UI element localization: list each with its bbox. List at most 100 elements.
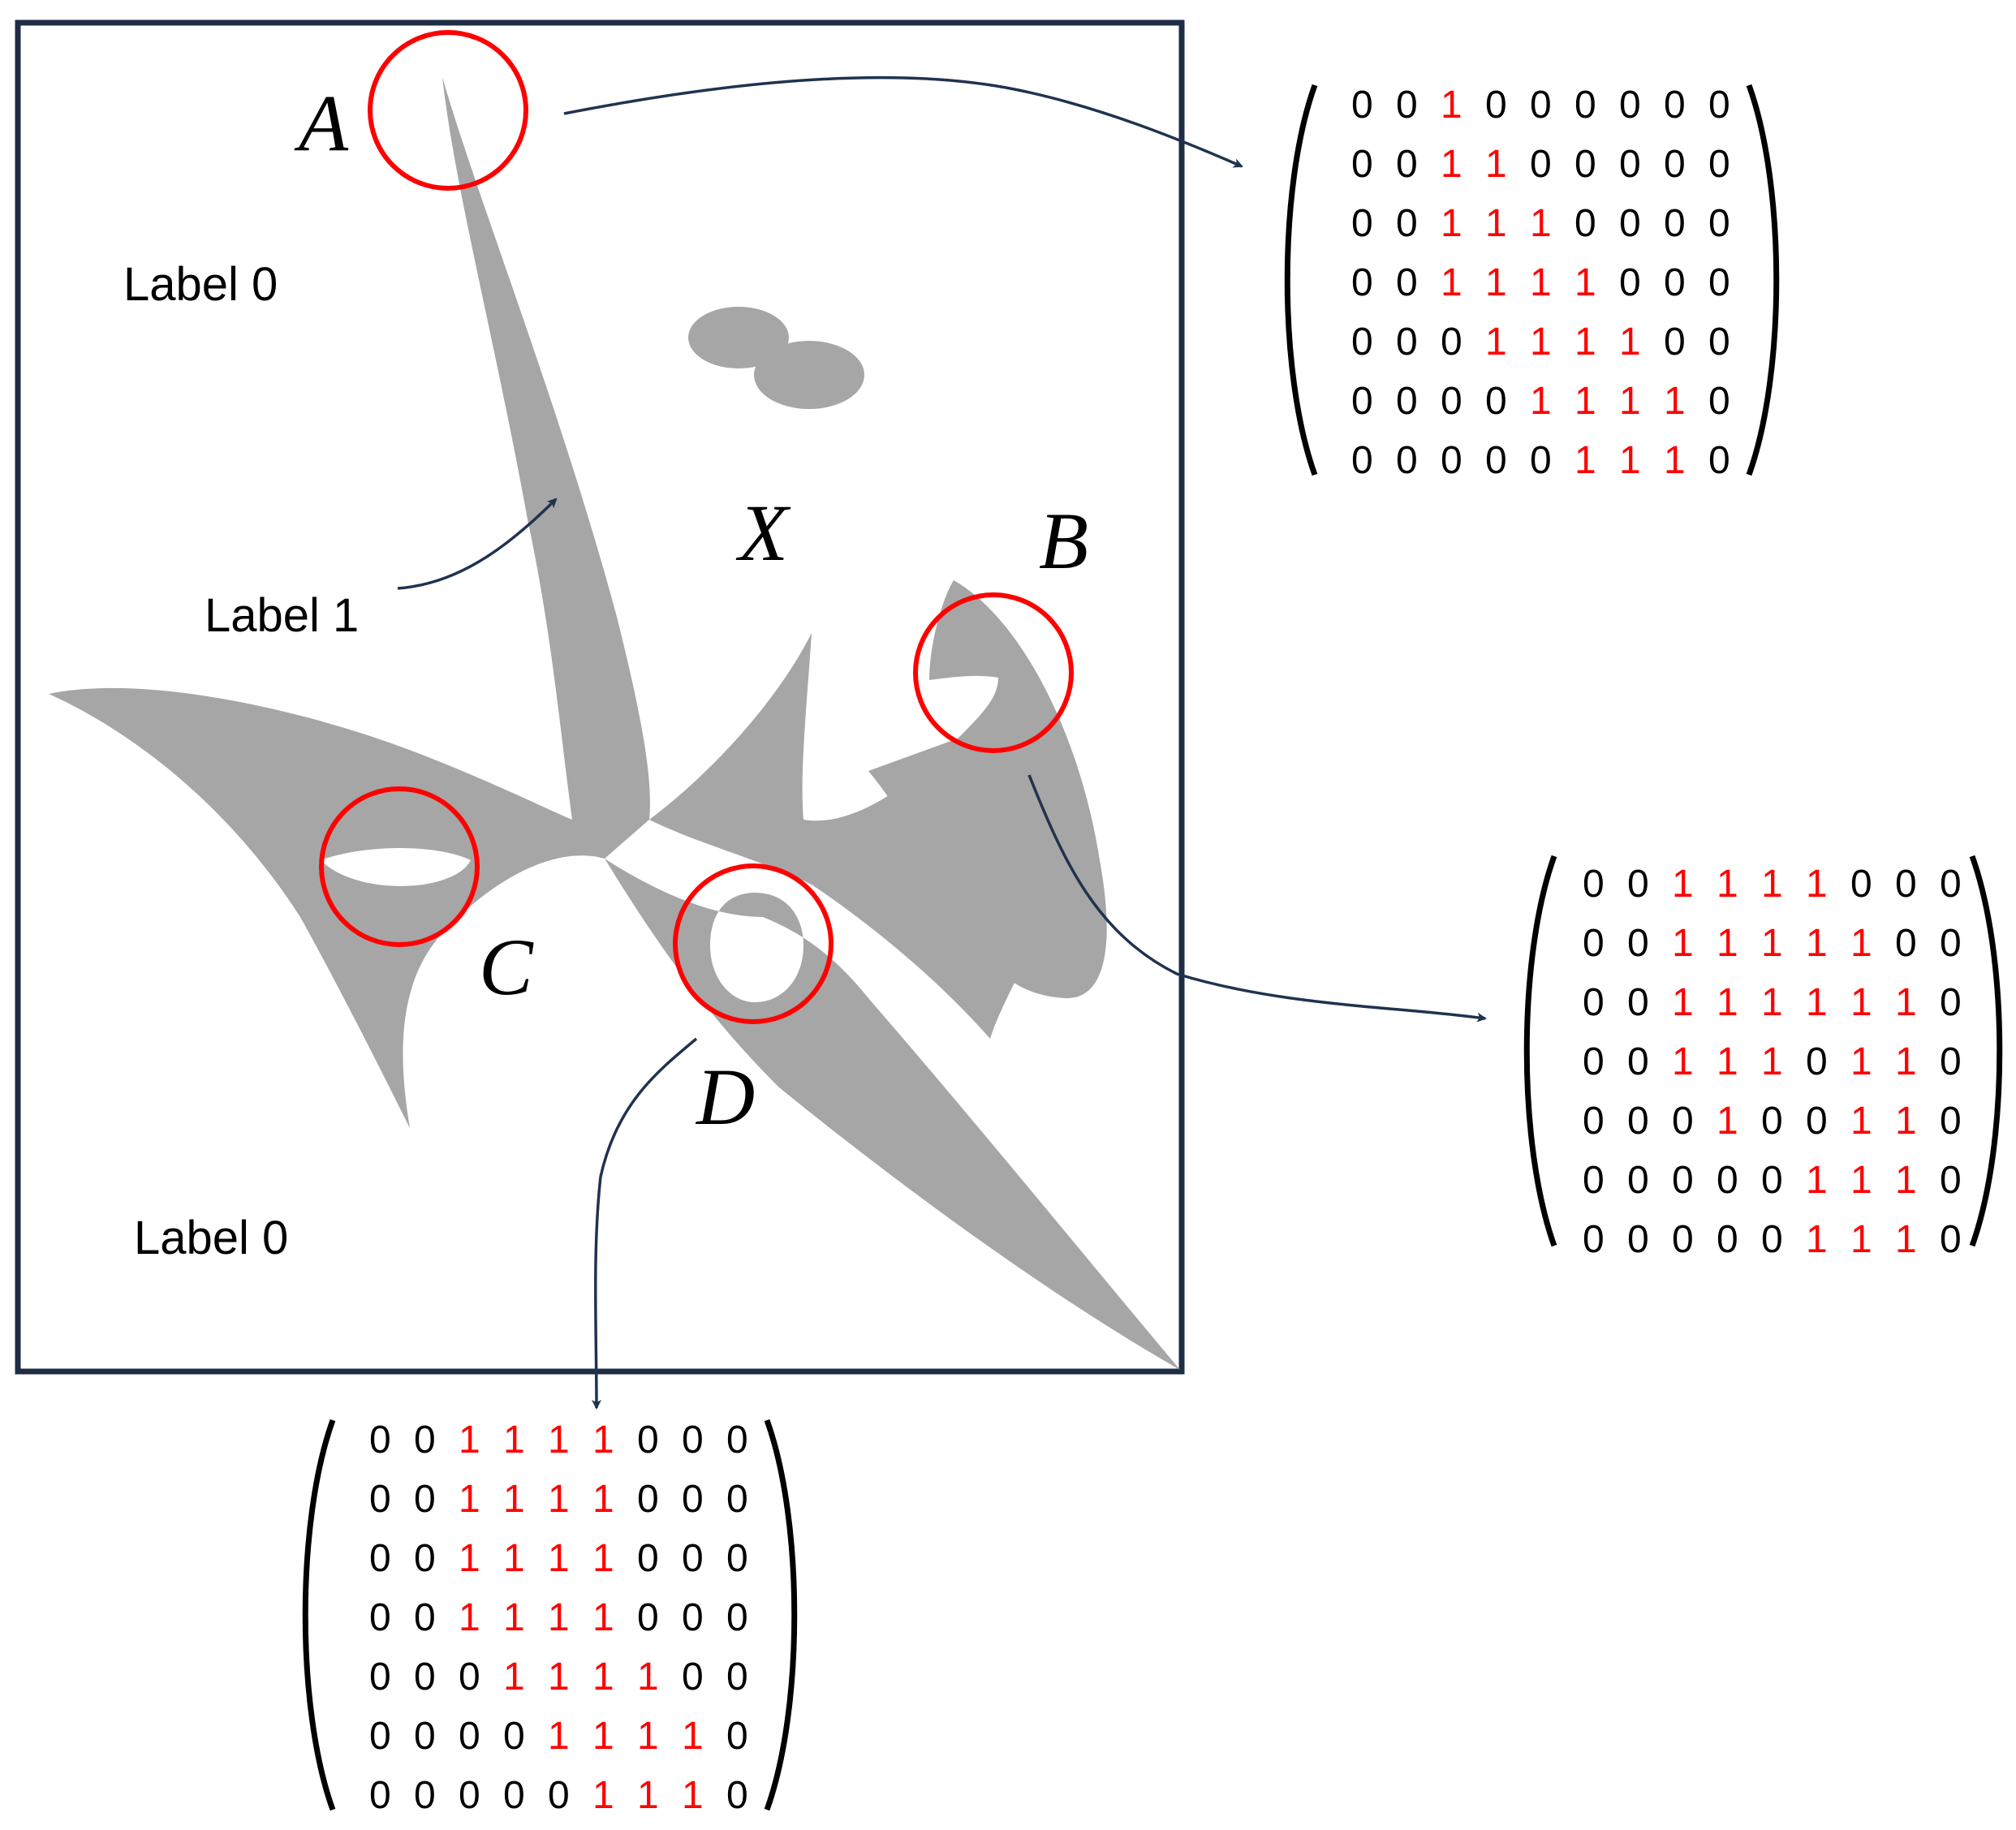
matrix-d-cell: 0 — [369, 1537, 391, 1580]
matrix-d-cell: 1 — [592, 1478, 614, 1521]
matrix-d-cell: 1 — [503, 1537, 525, 1580]
matrix-a-cell: 0 — [1396, 261, 1418, 304]
matrix-d-cell: 1 — [592, 1656, 614, 1699]
matrix-a-cell: 1 — [1485, 261, 1507, 304]
circle-d — [673, 863, 834, 1024]
matrix-a-cell: 0 — [1530, 143, 1552, 186]
matrix-b-cell: 1 — [1806, 1218, 1828, 1261]
center-peak — [649, 633, 1055, 1039]
matrix-a-cell: 1 — [1574, 261, 1596, 304]
matrix-a-cell: 0 — [1708, 143, 1730, 186]
matrix-d-cell: 0 — [459, 1715, 480, 1758]
matrix-d-cell: 0 — [369, 1656, 391, 1699]
arrows — [397, 75, 1487, 1410]
matrix-d-cell: 0 — [726, 1537, 748, 1580]
circle-c — [319, 786, 480, 947]
matrix-d-cell: 1 — [592, 1537, 614, 1580]
matrix-b-cell: 1 — [1850, 922, 1872, 965]
matrix-d-cell: 1 — [548, 1656, 570, 1699]
matrix-b-cell: 0 — [1627, 863, 1649, 906]
matrix-b-cell: 0 — [1627, 1159, 1649, 1202]
right-hump — [868, 580, 1107, 998]
matrix-b-cell: 0 — [1672, 1159, 1694, 1202]
matrix-b-cell: 1 — [1850, 1159, 1872, 1202]
matrix-b-right-bracket — [1969, 855, 2003, 1247]
matrix-b-cell: 0 — [1717, 1159, 1738, 1202]
matrix-b-cell: 1 — [1717, 863, 1738, 906]
matrix-b-cell: 1 — [1895, 981, 1917, 1024]
matrix-d-cell: 0 — [459, 1656, 480, 1699]
matrix-a-cell: 0 — [1708, 84, 1730, 127]
matrix-d-cell: 1 — [503, 1478, 525, 1521]
matrix-b-cell: 0 — [1717, 1218, 1738, 1261]
matrix-d-cell: 1 — [459, 1596, 480, 1639]
matrix-a-cell: 0 — [1708, 439, 1730, 482]
matrix-d-cell: 0 — [369, 1596, 391, 1639]
matrix-d-cell: 0 — [414, 1774, 436, 1817]
matrix-d-cell: 0 — [682, 1596, 704, 1639]
matrix-a-cell: 1 — [1530, 380, 1552, 423]
matrix-a-cell: 0 — [1664, 202, 1686, 245]
matrix-a-cell: 0 — [1485, 84, 1507, 127]
matrix-d-cell: 0 — [548, 1774, 570, 1817]
matrix-b-cell: 1 — [1717, 1100, 1738, 1143]
matrix-d-cell: 1 — [637, 1656, 659, 1699]
matrix-a-cell: 0 — [1574, 84, 1596, 127]
matrix-b-cell: 0 — [1940, 981, 1962, 1024]
matrix-b-cell: 1 — [1895, 1040, 1917, 1083]
matrix-b-cell: 0 — [1806, 1040, 1828, 1083]
matrix-a-cell: 0 — [1530, 439, 1552, 482]
matrix-d-cell: 1 — [592, 1715, 614, 1758]
circle-b — [913, 592, 1074, 753]
matrix-a-cell: 0 — [1708, 202, 1730, 245]
matrix-a-cell: 0 — [1441, 439, 1462, 482]
matrix-d-cell: 0 — [637, 1478, 659, 1521]
matrix-b-cell: 0 — [1895, 922, 1917, 965]
matrix-d-cell: 1 — [459, 1537, 480, 1580]
matrix-d-cell: 0 — [682, 1478, 704, 1521]
matrix-b-cell: 1 — [1672, 981, 1694, 1024]
matrix-d-right-bracket — [764, 1419, 798, 1811]
matrix-d-cell: 0 — [369, 1774, 391, 1817]
point-label-b: B — [1039, 496, 1088, 586]
point-label-d: D — [695, 1052, 755, 1142]
matrix-b-cell: 1 — [1761, 1040, 1783, 1083]
matrix-a-cell: 1 — [1441, 84, 1462, 127]
matrix-a-cell: 1 — [1530, 321, 1552, 364]
matrix-a-cell: 1 — [1441, 202, 1462, 245]
matrix-b-cell: 1 — [1895, 1159, 1917, 1202]
matrix-b-cell: 1 — [1895, 1218, 1917, 1261]
matrix-a-cell: 0 — [1441, 380, 1462, 423]
matrix-d-cell: 1 — [503, 1596, 525, 1639]
arrow-a — [563, 75, 1243, 168]
matrix-b-cell: 0 — [1761, 1159, 1783, 1202]
matrix-a-cell: 0 — [1574, 143, 1596, 186]
blob-top — [688, 307, 789, 368]
matrix-a-cell: 0 — [1396, 84, 1418, 127]
matrix-d-cell: 0 — [726, 1596, 748, 1639]
matrix-b-cell: 0 — [1940, 1159, 1962, 1202]
matrix-b-cell: 0 — [1806, 1100, 1828, 1143]
matrix-b-cell: 1 — [1761, 981, 1783, 1024]
matrix-b-cell: 0 — [1627, 1100, 1649, 1143]
matrix-a-cell: 0 — [1351, 202, 1373, 245]
matrix-a-cell: 0 — [1351, 143, 1373, 186]
matrix-b-cell: 0 — [1627, 922, 1649, 965]
matrix-d-cell: 0 — [414, 1715, 436, 1758]
matrix-b-cell: 1 — [1806, 981, 1828, 1024]
matrix-b-cell: 0 — [1940, 1100, 1962, 1143]
matrix-a-cell: 0 — [1396, 439, 1418, 482]
matrix-a-cell: 1 — [1530, 202, 1552, 245]
matrix-b-cell: 1 — [1717, 981, 1738, 1024]
matrix-a-cell: 0 — [1619, 261, 1641, 304]
matrix-b-cell: 1 — [1806, 922, 1828, 965]
matrix-a-left-bracket — [1284, 84, 1318, 476]
matrix-b-cell: 0 — [1583, 1100, 1605, 1143]
label-1: Label 1 — [205, 589, 359, 642]
matrix-b-cell: 1 — [1850, 1218, 1872, 1261]
blob-bottom — [754, 341, 864, 409]
